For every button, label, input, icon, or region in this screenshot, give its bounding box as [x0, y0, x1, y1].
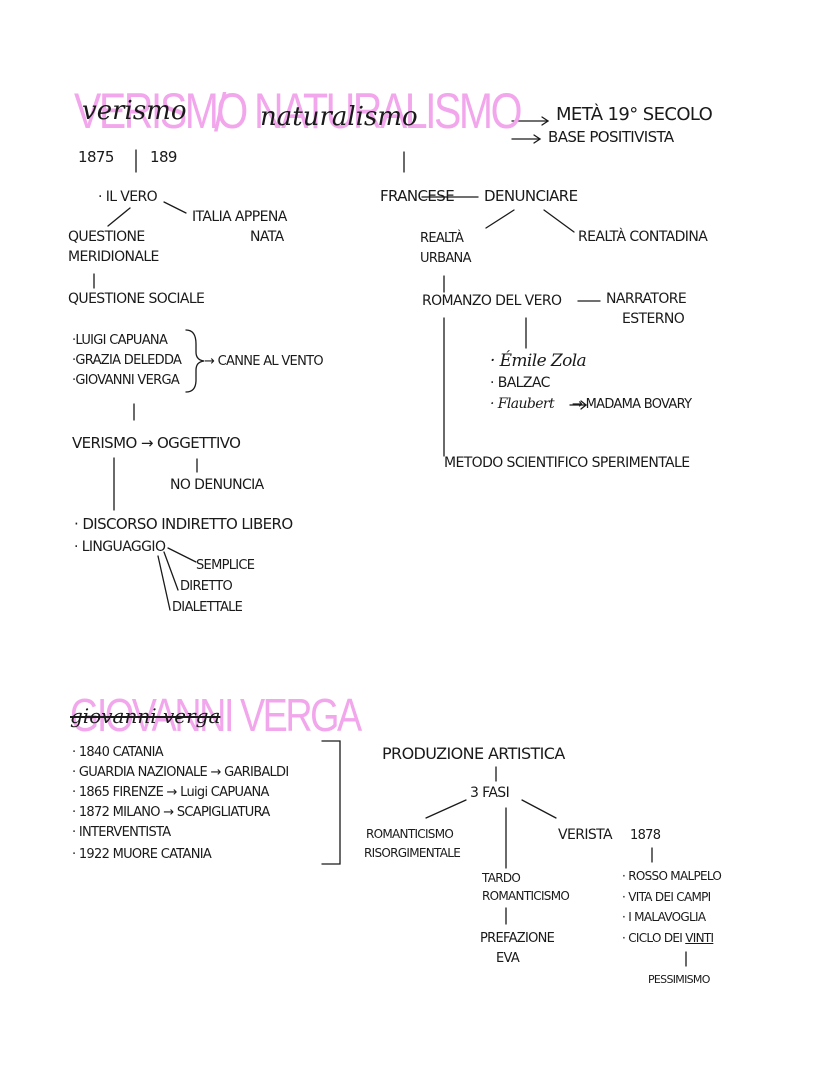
esterno: ESTERNO — [622, 311, 685, 327]
work-ciclo-dei-vinti: · CICLO DEI VINTI — [622, 931, 714, 945]
bio-1872: · 1872 MILANO → SCAPIGLIATURA — [72, 805, 270, 820]
naturalismo-highlight: NATURALISMO — [254, 83, 523, 139]
italia-nata: NATA — [250, 229, 284, 245]
meridionale-label: MERIDIONALE — [68, 249, 159, 265]
romanticismo: ROMANTICISMO — [366, 827, 454, 841]
metodo-scientifico: METODO SCIENTIFICO SPERIMENTALE — [444, 455, 690, 471]
verista-year: 1878 — [630, 828, 661, 843]
pessimismo: PESSIMISMO — [648, 973, 710, 986]
romanzo-del-vero: ROMANZO DEL VERO — [422, 293, 562, 309]
realta-urbana-2: URBANA — [420, 251, 471, 266]
linguaggio-diretto: DIRETTO — [180, 579, 233, 594]
year-start: 1875 — [78, 148, 114, 166]
no-denuncia: NO DENUNCIA — [170, 477, 264, 493]
linguaggio-dialettale: DIALETTALE — [172, 600, 243, 615]
madama-bovary: → MADAMA BOVARY — [572, 397, 692, 412]
tardo: TARDO — [482, 871, 521, 885]
bio-interventista: · INTERVENTISTA — [72, 825, 171, 840]
verga-script: giovanni verga — [70, 704, 221, 728]
work-vita-dei-campi: · VITA DEI CAMPI — [622, 890, 711, 904]
realta-urbana-1: REALTÀ — [420, 231, 464, 246]
produzione-artistica: PRODUZIONE ARTISTICA — [382, 744, 565, 763]
author-capuana: ·LUIGI CAPUANA — [72, 333, 168, 348]
ciclo-label: · CICLO DEI — [622, 931, 686, 945]
tardo-romanticismo: ROMANTICISMO — [482, 889, 570, 903]
naturalismo-script: naturalismo — [260, 102, 418, 132]
linguaggio: · LINGUAGGIO — [74, 539, 166, 555]
discorso-indiretto: · DISCORSO INDIRETTO LIBERO — [74, 515, 293, 533]
flaubert: · Flaubert — [490, 396, 555, 412]
bio-guardia: · GUARDIA NAZIONALE → GARIBALDI — [72, 765, 289, 780]
bio-1840: · 1840 CATANIA — [72, 745, 164, 760]
work-malavoglia: · I MALAVOGLIA — [622, 910, 706, 924]
realta-contadina: REALTÀ CONTADINA — [578, 229, 708, 245]
verismo-script: verismo — [82, 96, 187, 126]
base-positivista: BASE POSITIVISTA — [548, 128, 674, 146]
year-end: 189 — [150, 148, 177, 166]
canne-al-vento: → CANNE AL VENTO — [204, 354, 324, 369]
bio-1865: · 1865 FIRENZE → Luigi CAPUANA — [72, 785, 269, 800]
prefazione: PREFAZIONE — [480, 931, 555, 946]
risorgimentale: RISORGIMENTALE — [364, 846, 461, 860]
narratore: NARRATORE — [606, 291, 687, 307]
bio-1922: · 1922 MUORE CATANIA — [72, 847, 212, 862]
title-slash: / — [214, 83, 226, 143]
vinti-underlined: VINTI — [685, 931, 714, 945]
author-deledda: ·GRAZIA DELEDDA — [72, 353, 182, 368]
questione-label: QUESTIONE — [68, 229, 145, 245]
work-rosso-malpelo: · ROSSO MALPELO — [622, 869, 722, 883]
balzac: · BALZAC — [490, 375, 550, 391]
linguaggio-semplice: SEMPLICE — [196, 558, 255, 573]
emile-zola: · Émile Zola — [490, 351, 587, 371]
verismo-highlight: VERISMO — [74, 83, 248, 139]
meta-secolo: METÀ 19° SECOLO — [556, 104, 713, 125]
questione-sociale: QUESTIONE SOCIALE — [68, 291, 205, 307]
eva: EVA — [496, 951, 520, 966]
denunciare: DENUNCIARE — [484, 187, 578, 205]
verista: VERISTA — [558, 827, 613, 843]
verismo-oggettivo: VERISMO → OGGETTIVO — [72, 434, 241, 452]
tre-fasi: 3 FASI — [470, 785, 510, 801]
author-verga: ·GIOVANNI VERGA — [72, 373, 180, 388]
verga-highlight: GIOVANNI VERGA — [70, 689, 362, 741]
il-vero: · IL VERO — [98, 189, 158, 205]
italia-appena: ITALIA APPENA — [192, 209, 287, 225]
francese: FRANCESE — [380, 187, 455, 205]
